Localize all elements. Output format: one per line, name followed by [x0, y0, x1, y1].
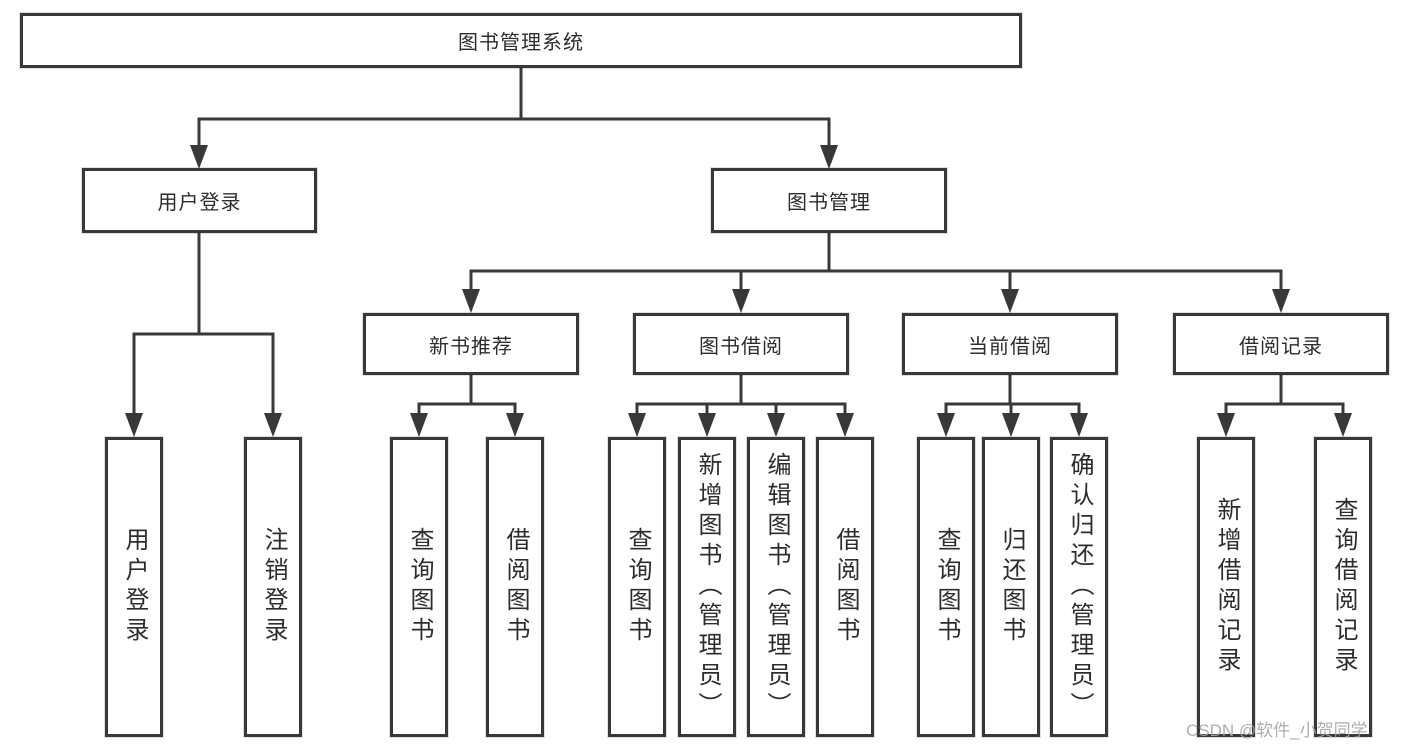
csdn-watermark: CSDN @软件_小贺同学 [1186, 721, 1368, 740]
leaf-query-borrow-record: 查询借阅记录 [1314, 437, 1372, 737]
connector-root [190, 68, 838, 169]
leaf-current-query-book: 查询图书 [917, 437, 975, 737]
connector-book-borrow [628, 375, 854, 437]
leaf-borrow-query-book: 查询图书 [608, 437, 666, 737]
node-book-management: 图书管理 [711, 168, 947, 233]
leaf-edit-book-admin: 编辑图书（管理员） [747, 437, 805, 737]
connector-new-book-recommend [410, 375, 524, 437]
leaf-recommend-query-book: 查询图书 [390, 437, 448, 737]
connector-book-management [462, 233, 1290, 313]
node-root: 图书管理系统 [20, 13, 1022, 68]
node-current-borrow: 当前借阅 [902, 313, 1118, 375]
leaf-borrow-book: 借阅图书 [816, 437, 874, 737]
leaf-add-book-admin: 新增图书（管理员） [678, 437, 736, 737]
leaf-add-borrow-record: 新增借阅记录 [1197, 437, 1255, 737]
node-user-login: 用户登录 [82, 168, 317, 233]
connector-current-borrow [937, 375, 1088, 437]
leaf-return-book: 归还图书 [982, 437, 1040, 737]
node-book-borrow: 图书借阅 [633, 313, 849, 375]
leaf-user-login: 用户登录 [105, 437, 163, 737]
leaf-confirm-return-admin: 确认归还（管理员） [1050, 437, 1108, 737]
leaf-logout: 注销登录 [244, 437, 302, 737]
node-new-book-recommend: 新书推荐 [363, 313, 579, 375]
connector-borrow-records [1217, 375, 1352, 437]
leaf-recommend-borrow-book: 借阅图书 [486, 437, 544, 737]
node-borrow-records: 借阅记录 [1173, 313, 1389, 375]
connector-user-login [125, 233, 282, 437]
